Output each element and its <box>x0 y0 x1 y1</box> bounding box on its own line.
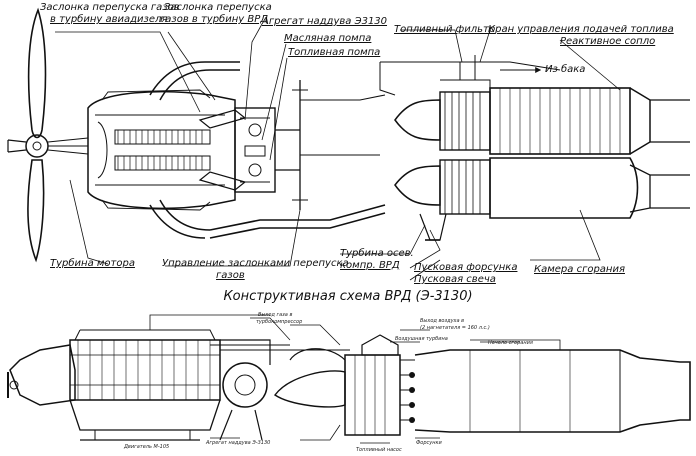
label-turbina-osev-2: компр. ВРД <box>340 260 400 271</box>
small-label-vyhod-vozd-2: (2 нагнетателя = 160 л.с.) <box>420 325 490 331</box>
small-label-vozdush: Воздушная турбина <box>395 336 448 342</box>
small-label-vyhod-gaza-1: Выход газа в <box>258 312 293 318</box>
side-view-engine <box>7 314 691 441</box>
label-soplo: Реактивное сопло <box>560 36 656 47</box>
supercharger-unit <box>234 80 308 210</box>
lower-jet-engine <box>394 157 690 241</box>
fuel-lines <box>379 61 561 96</box>
small-label-toplivnaya-nasos: Топливный насос <box>356 447 402 453</box>
small-label-vyhod-vozd-1: Выход воздуха в <box>420 318 465 324</box>
upper-jet-engine <box>394 55 690 155</box>
small-label-forsunki: Форсунки <box>416 440 442 446</box>
small-label-vyhod-gaza-2: турбокомпрессор <box>256 319 303 325</box>
label-filtr: Топливный фильтр <box>394 24 496 35</box>
label-turbina-osev-1: Турбина осев. <box>340 248 414 259</box>
label-zaslonka-avia-2: в турбину авиадизеля <box>50 14 168 25</box>
label-agregat: Агрегат наддува Э3130 <box>262 16 388 27</box>
ducts <box>209 94 386 239</box>
label-zaslonka-vrd-2: газов в турбину ВРД <box>160 14 269 25</box>
label-iz-baka: Из бака <box>545 64 586 75</box>
diagram-caption: Конструктивная схема ВРД (Э-3130) <box>223 289 473 304</box>
label-kran: Кран управления подачей топлива <box>488 24 674 35</box>
label-toplivnaya-pompa: Топливная помпа <box>288 47 381 58</box>
label-upravlenie-1: Управление заслонками перепуска <box>162 258 349 269</box>
label-zaslonka-avia-1: Заслонка перепуска газов <box>40 2 180 13</box>
label-kamera: Камера сгорания <box>534 264 625 275</box>
side-view-leaders <box>210 317 520 444</box>
label-zaslonka-vrd-1: Заслонка перепуска <box>164 2 272 13</box>
label-upravlenie-2: газов <box>216 270 245 281</box>
propeller <box>7 7 89 263</box>
small-label-agregat: Агрегат наддува Э-3130 <box>206 440 271 446</box>
label-svecha: Пусковая свеча <box>414 274 496 285</box>
engine-block <box>87 89 236 211</box>
label-forsunka: Пусковая форсунка <box>414 262 518 273</box>
label-maslyanaya: Масляная помпа <box>284 33 372 44</box>
small-label-dvigatel: Двигатель М-105 <box>124 444 170 450</box>
leader-lines-top <box>55 23 621 281</box>
exhaust-pipes <box>149 61 247 239</box>
small-label-nachalo: Начало сгорания <box>488 340 533 346</box>
label-turbina-motora: Турбина мотора <box>50 258 135 269</box>
